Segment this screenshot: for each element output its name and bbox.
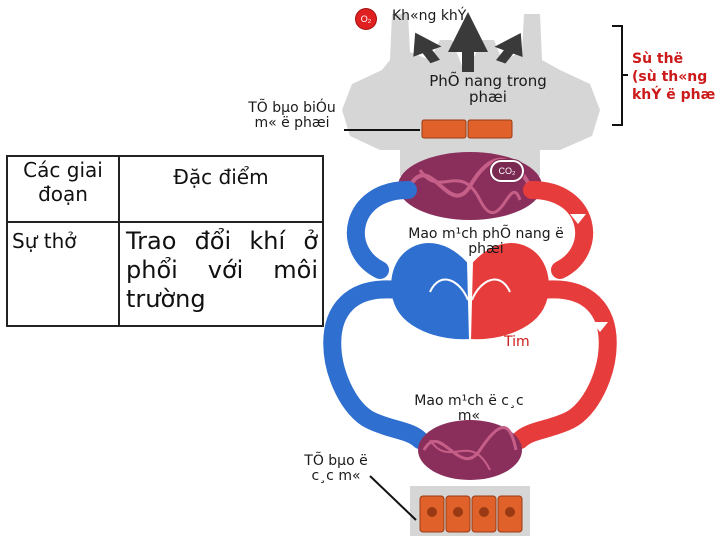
note-bracket <box>612 25 628 126</box>
pulmonary-circulation <box>346 181 594 279</box>
lung-capillary-bed <box>398 152 542 220</box>
label-heart: Tim <box>504 334 530 350</box>
label-alveoli: PhÕ nang trong phæi <box>429 72 547 106</box>
oxygen-badge: O₂ <box>356 9 376 29</box>
label-body-capillary: Mao m¹ch ë c¸c m« <box>414 393 524 424</box>
table-cell-stage: Sự thở <box>6 221 120 327</box>
airflow-right-arrow-icon <box>494 32 523 64</box>
pointer-lines <box>344 129 420 521</box>
systemic-circulation <box>323 280 617 449</box>
flow-arrows <box>352 210 608 332</box>
table-cell-feature: Trao đổi khí ở phổi với môi trường <box>118 221 324 327</box>
flow-down-arrow-icon-2 <box>592 322 608 332</box>
airflow-left-arrow-icon <box>413 32 442 64</box>
body-capillary-bed <box>418 420 522 480</box>
body-tissue-cells <box>410 486 530 536</box>
heart <box>389 241 551 342</box>
flow-up-arrow-icon <box>380 210 396 220</box>
lung-tissue <box>342 12 600 176</box>
airflow-arrow-icon <box>448 12 488 72</box>
label-lung-cells: TÕ bµo biÓu m« ë phæi <box>248 100 336 131</box>
note-line-3: khÝ ë phæ <box>632 87 716 103</box>
alveoli-cells <box>421 119 513 139</box>
flow-up-arrow-icon-2 <box>352 320 368 330</box>
table-header-feature: Đặc điểm <box>118 155 324 223</box>
table-header-stage: Các giai đoạn <box>6 155 120 223</box>
label-body-cells: TÕ bµo ë c¸c m« <box>304 453 368 484</box>
label-air: Kh«ng khÝ <box>392 8 467 24</box>
label-lung-capillary: Mao m¹ch phÕ nang ë phæi <box>408 226 564 257</box>
note-line-1: Sù thë <box>632 51 684 67</box>
stage-table: Các giai đoạn Đặc điểm Sự thở Trao đổi k… <box>6 155 324 327</box>
note-line-2: (sù th«ng <box>632 69 708 85</box>
carbon-dioxide-badge: CO₂ <box>492 162 522 180</box>
flow-down-arrow-icon <box>570 214 586 224</box>
